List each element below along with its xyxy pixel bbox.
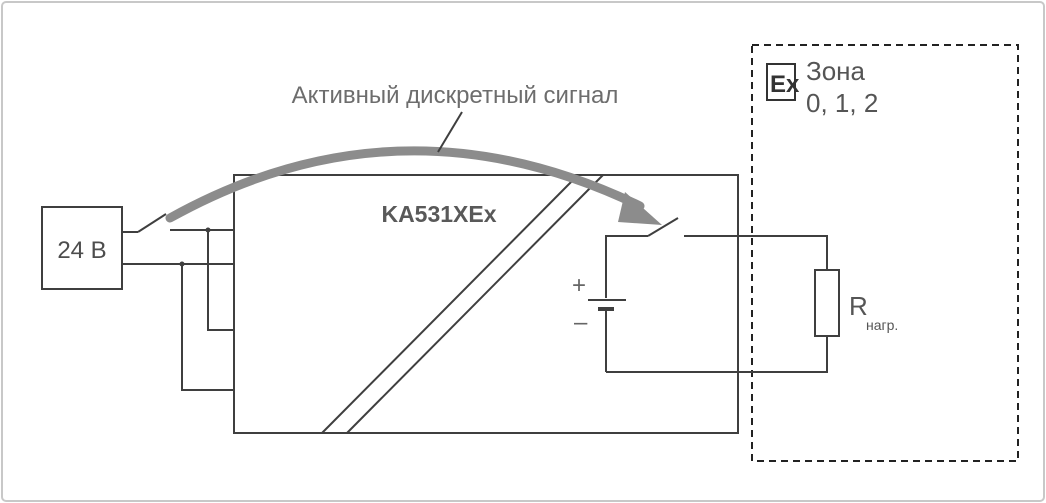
battery-minus-sign: –	[574, 309, 588, 336]
module-box	[233, 174, 739, 434]
ex-mark-box	[766, 63, 796, 101]
module-label: KA531XEx	[381, 201, 496, 227]
output-wire-top	[684, 235, 828, 270]
junction-dot-b	[179, 261, 185, 267]
signal-leader-line	[437, 111, 463, 153]
isolation-line-1	[321, 174, 579, 434]
signal-arrowhead	[618, 192, 662, 225]
junction-dot-a	[205, 227, 211, 233]
output-wire-bottom	[606, 336, 828, 373]
resistor-label: R	[849, 291, 868, 321]
resistor-subscript: нагр.	[866, 317, 898, 333]
hazardous-zone-boundary	[751, 44, 1019, 462]
isolation-line-2	[346, 174, 604, 434]
input-wire-branch-b	[181, 264, 234, 391]
input-switch-blade	[137, 213, 167, 233]
input-wire-branch-a	[207, 230, 234, 331]
output-wire-left-top	[605, 235, 648, 298]
zone-values: 0, 1, 2	[806, 88, 878, 118]
battery-plus-sign: +	[572, 272, 586, 299]
zone-title: Зона	[806, 56, 866, 86]
ex-mark: Ex	[770, 71, 800, 98]
power-source-box	[41, 206, 123, 290]
signal-label: Активный дискретный сигнал	[292, 82, 619, 109]
output-switch-blade	[647, 217, 679, 237]
load-resistor	[814, 269, 840, 337]
power-source-label: 24 В	[57, 237, 106, 264]
signal-arc	[165, 146, 645, 223]
